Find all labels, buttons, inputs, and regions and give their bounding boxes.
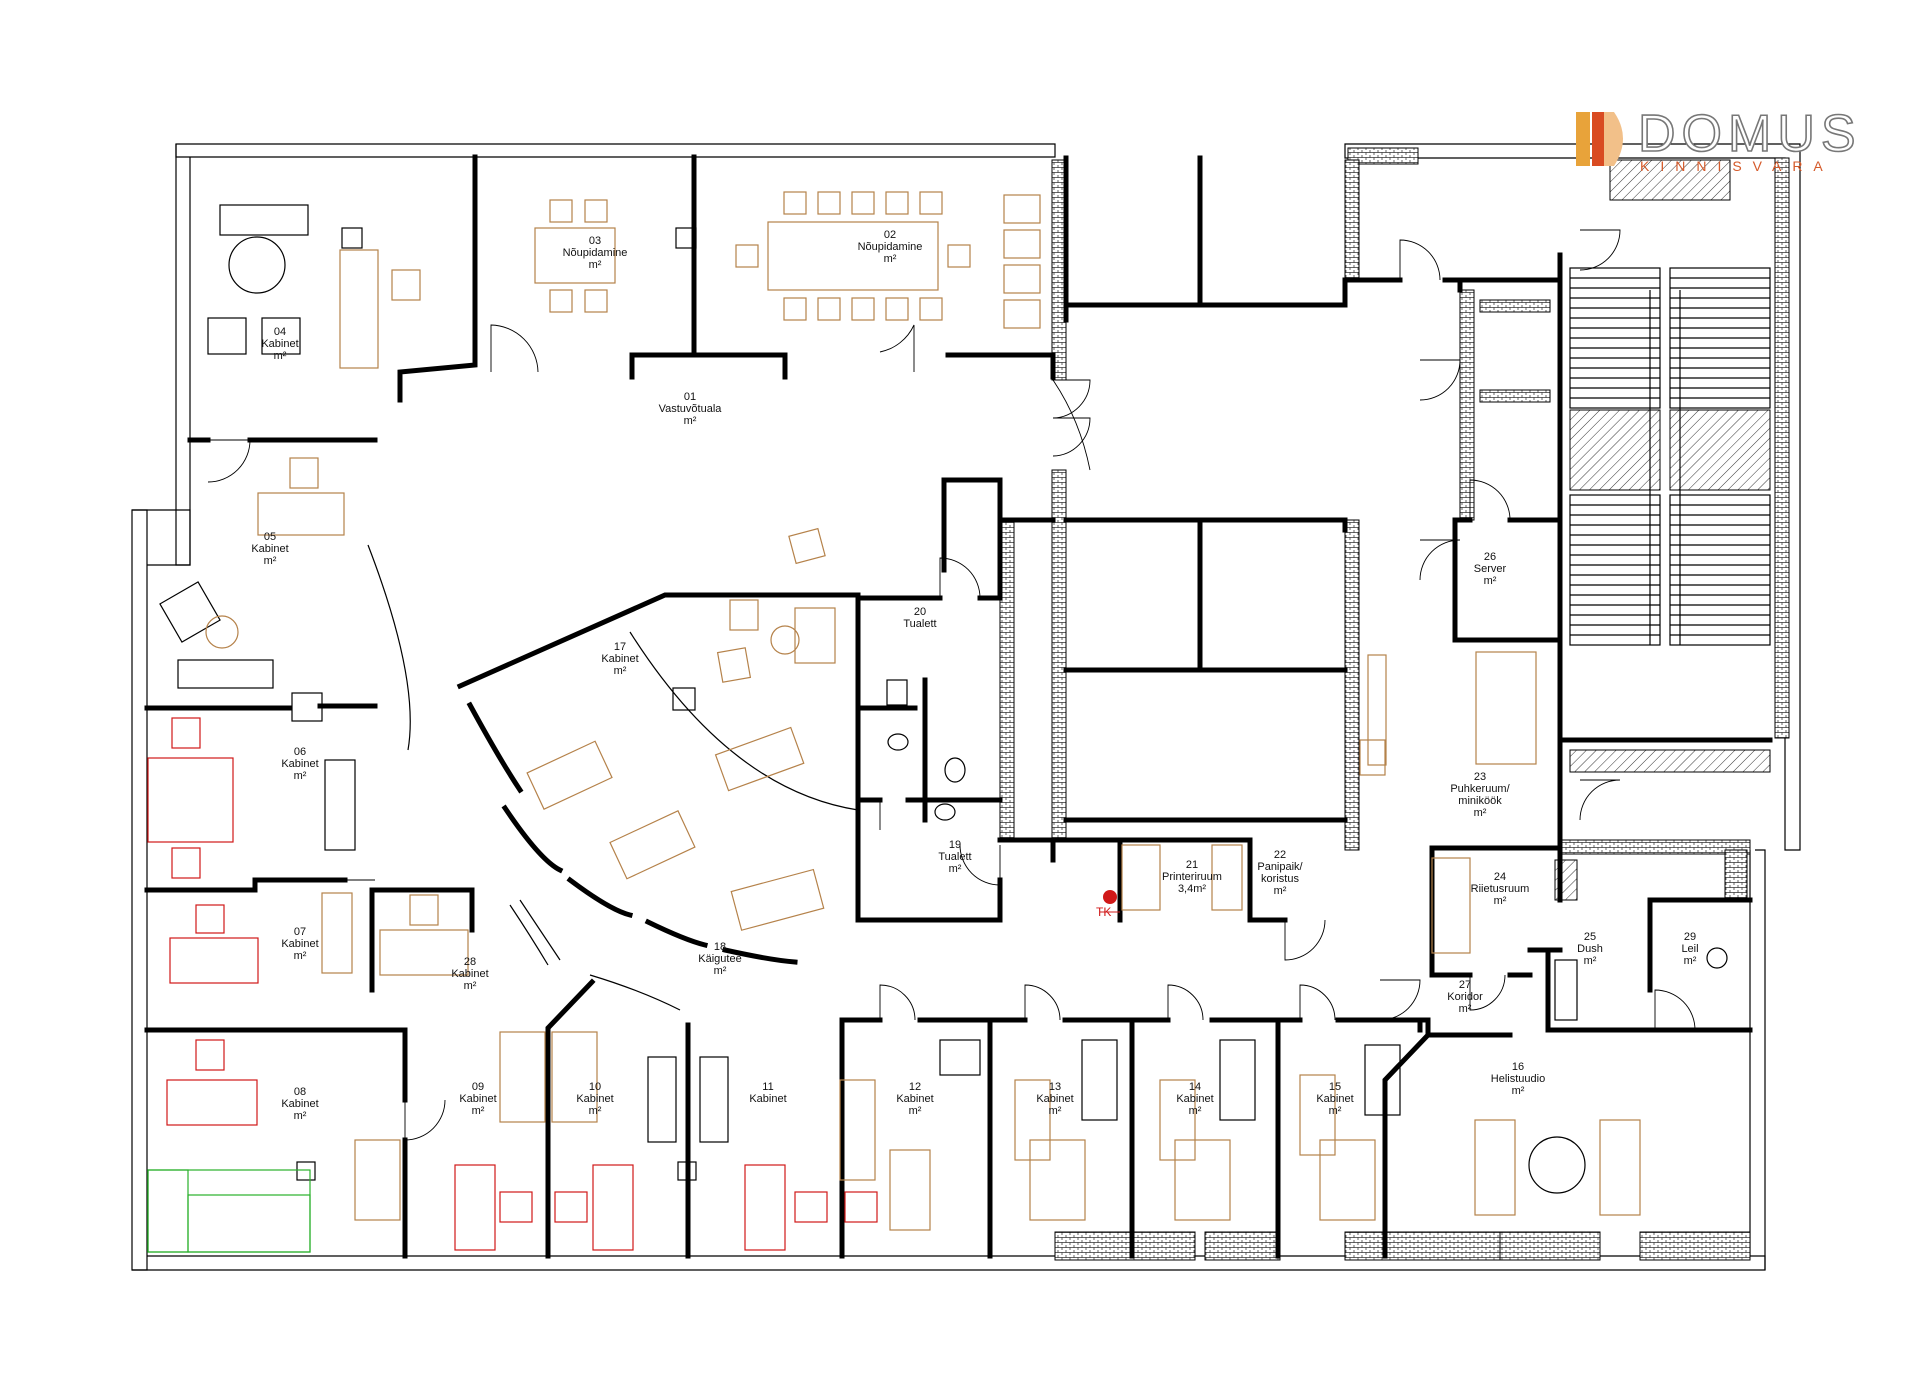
chair xyxy=(885,297,909,321)
domus-logo: DOMUS KINNISVARA xyxy=(1574,104,1874,180)
exterior-walls xyxy=(131,143,1801,1271)
chair xyxy=(919,191,943,215)
tk-marker: TK xyxy=(1096,890,1120,919)
doors xyxy=(207,229,1696,1141)
chair xyxy=(885,191,909,215)
chair xyxy=(783,191,807,215)
lounge-chair xyxy=(1003,299,1041,329)
green-sofa xyxy=(147,1169,311,1253)
curved-corridor-walls xyxy=(367,544,859,1011)
chair xyxy=(851,297,875,321)
logo-name: DOMUS xyxy=(1637,104,1862,164)
lounge-chair xyxy=(1003,229,1041,259)
chair xyxy=(817,191,841,215)
furniture xyxy=(159,191,1728,1231)
furniture-highlight xyxy=(147,717,878,1251)
chair xyxy=(783,297,807,321)
brick-segments xyxy=(999,147,1790,1261)
stair-landings xyxy=(1554,159,1771,901)
tk-label: TK xyxy=(1096,905,1111,919)
chair xyxy=(851,191,875,215)
chair xyxy=(817,297,841,321)
staircase xyxy=(1569,267,1771,646)
logo-mark-icon xyxy=(1576,112,1623,166)
interior-walls xyxy=(144,154,1773,1259)
chair xyxy=(919,297,943,321)
logo-subtitle: KINNISVARA xyxy=(1640,158,1834,174)
lounge-chair xyxy=(1003,194,1041,224)
lounge-chair xyxy=(1003,264,1041,294)
